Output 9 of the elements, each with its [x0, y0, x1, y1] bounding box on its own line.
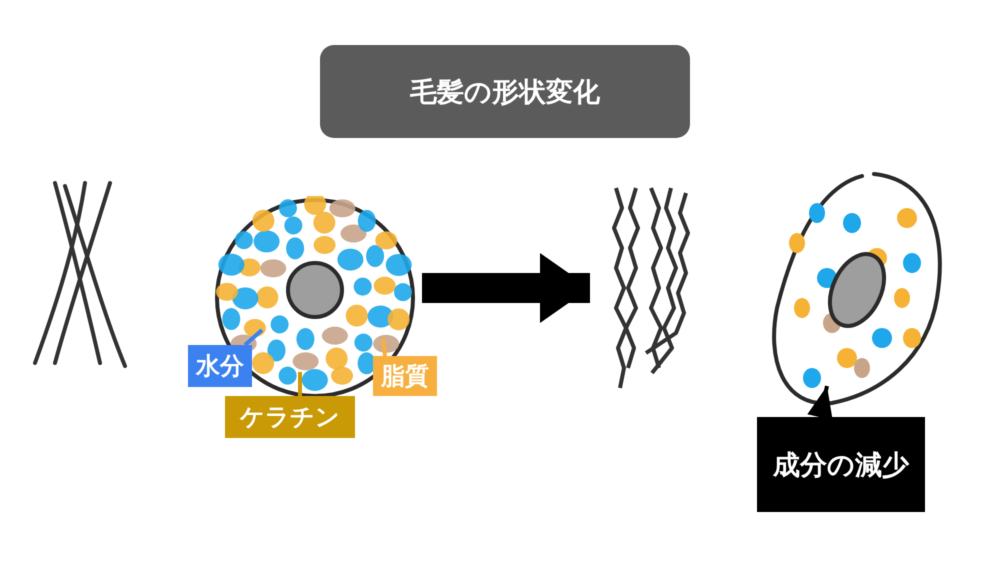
title-banner: 毛髪の形状変化	[320, 45, 690, 138]
leader-line	[381, 338, 387, 356]
label-tag: 脂質	[373, 356, 437, 396]
leader-line	[244, 328, 264, 346]
callout-box: 成分の減少	[757, 417, 925, 512]
label-tag: 水分	[188, 345, 252, 387]
arrow	[422, 253, 590, 323]
leader-line	[298, 372, 302, 396]
label-tag: ケラチン	[225, 396, 355, 438]
